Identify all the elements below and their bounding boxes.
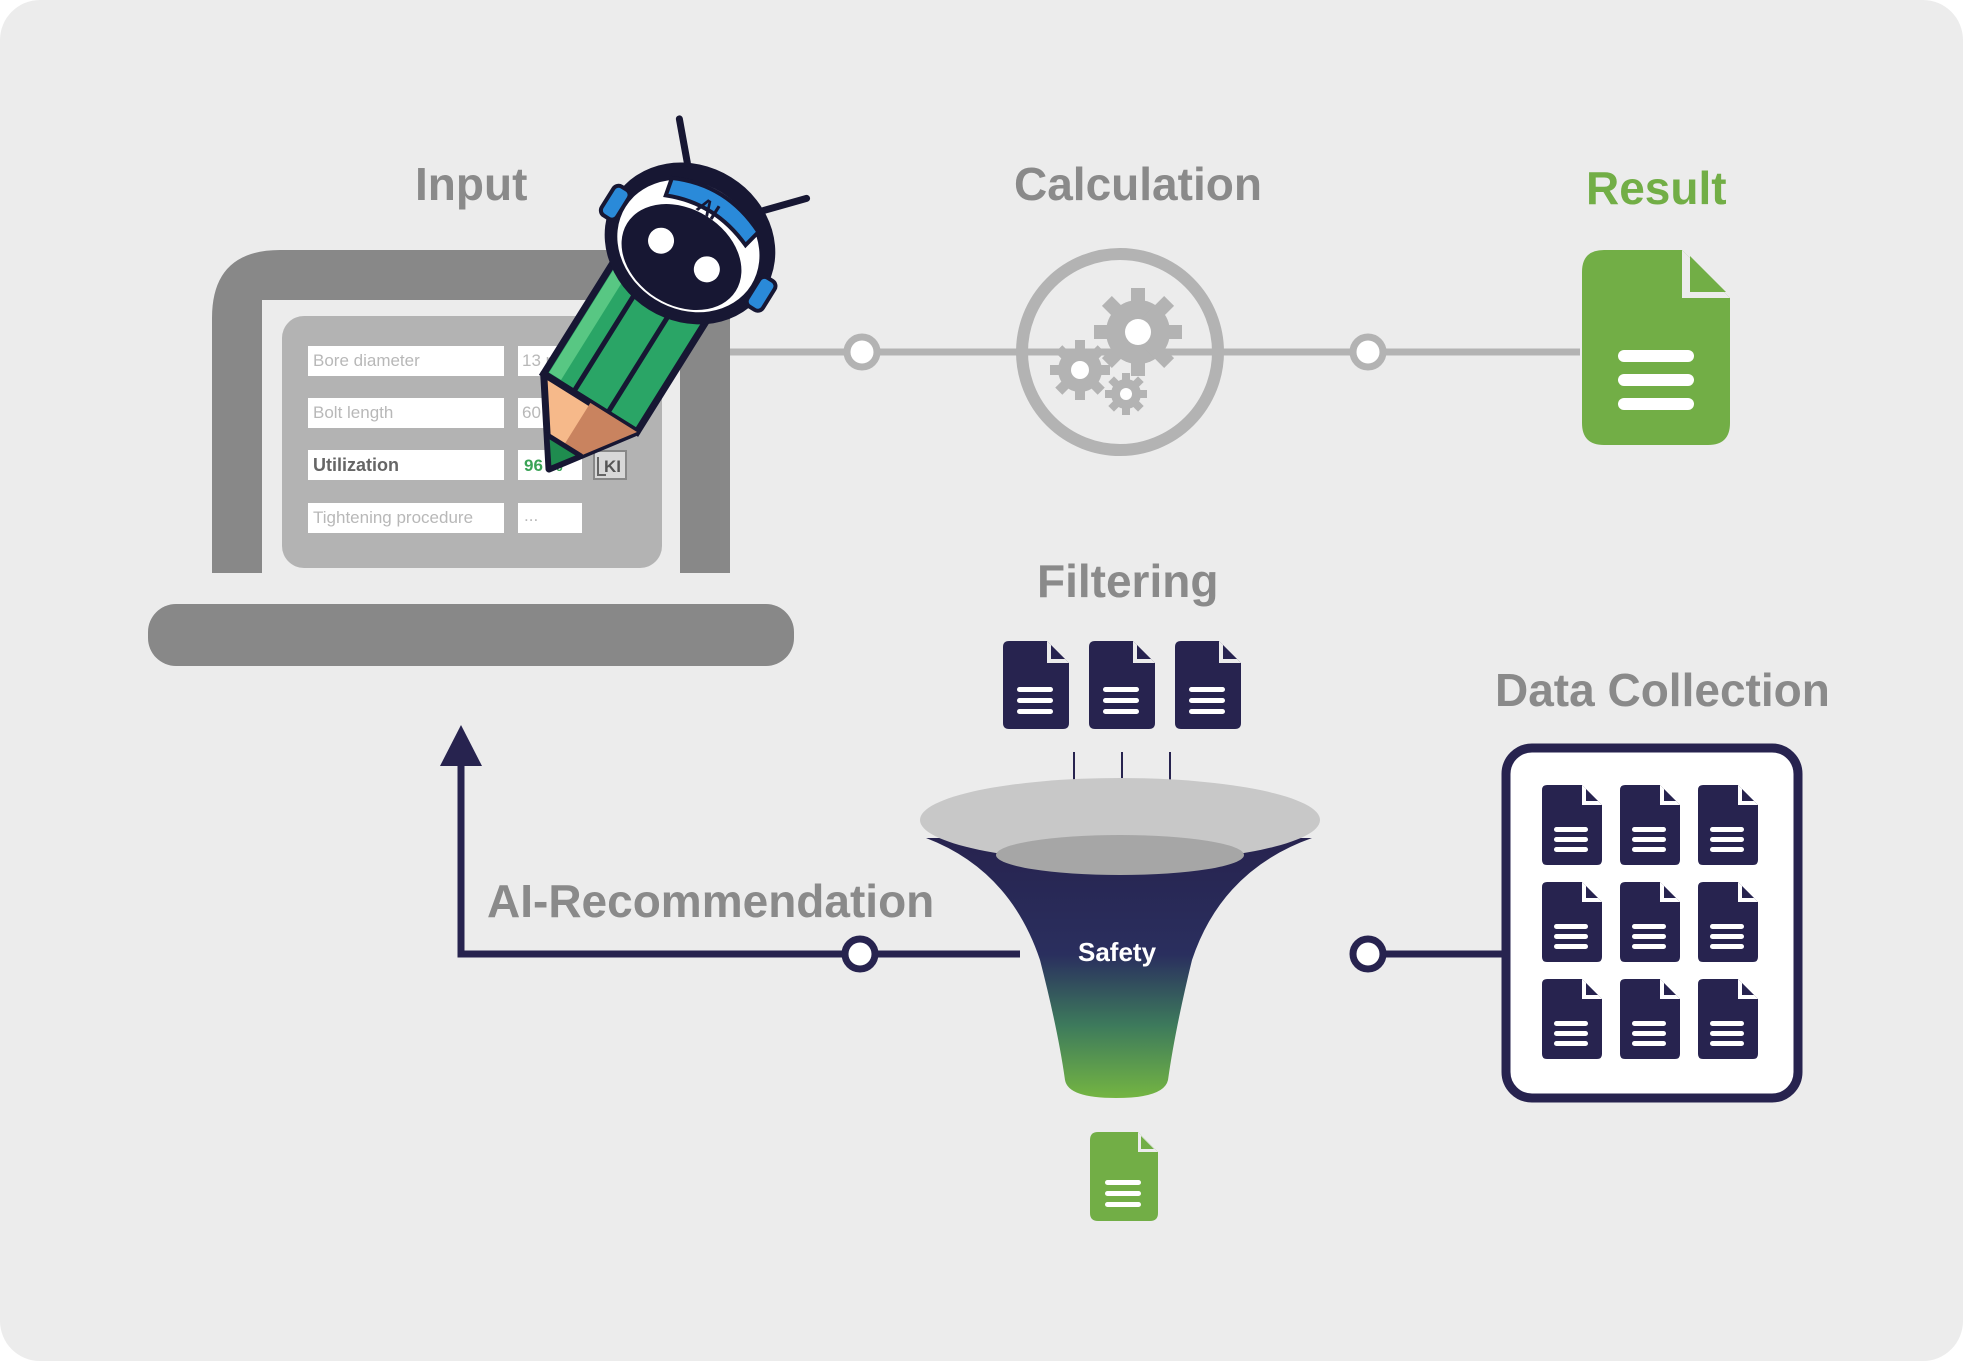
ai-suggest-button[interactable]: KI: [593, 450, 627, 480]
form-label: Utilization: [313, 455, 399, 475]
form-value: ...: [524, 506, 538, 525]
stage-title-filtering: Filtering: [1037, 555, 1218, 607]
document-icon: [1620, 882, 1680, 962]
form-icon: [597, 457, 606, 476]
filtered-document-icon: [1090, 1132, 1158, 1221]
funnel-label: Safety: [1078, 937, 1157, 967]
document-icon: [1003, 641, 1069, 729]
document-icon: [1620, 785, 1680, 865]
document-icon: [1698, 979, 1758, 1059]
result-document-icon: [1582, 250, 1730, 445]
stage-title-ai-recommendation: AI-Recommendation: [487, 875, 934, 927]
data-collection-icon: [1501, 743, 1803, 1103]
form-field-label-box: [308, 503, 504, 533]
ai-suggest-label: KI: [604, 457, 621, 476]
gears-icon: [1016, 248, 1224, 456]
arrow-up-icon: [440, 725, 482, 766]
gear-small: [1105, 373, 1147, 415]
stage-title-input: Input: [415, 158, 527, 210]
form-row-bore-diameter: Bore diameter 13 mm: [308, 346, 582, 376]
form-label: Bore diameter: [313, 351, 420, 370]
form-value-field[interactable]: [518, 503, 582, 533]
gear-large: [1094, 288, 1182, 376]
document-icon: [1542, 979, 1602, 1059]
document-icon: [1175, 641, 1241, 729]
form-row-utilization: Utilization 96 % KI: [308, 450, 627, 480]
form-field-label-box: [308, 398, 504, 428]
document-icon: [1542, 882, 1602, 962]
form-field-label-box: [308, 346, 504, 376]
document-icon: [1698, 785, 1758, 865]
document-icon: [1620, 979, 1680, 1059]
document-icon: [1089, 641, 1155, 729]
form-label: Bolt length: [313, 403, 393, 422]
form-field-label-box: [308, 450, 504, 480]
bottom-connector: [457, 760, 1505, 973]
robot-pencil-icon: AI: [538, 115, 811, 473]
stage-title-calculation: Calculation: [1014, 158, 1262, 210]
form-row-bolt-length: Bolt length 60 mm: [308, 398, 582, 428]
stage-title-result: Result: [1586, 162, 1727, 214]
gear-medium: [1050, 340, 1110, 400]
form-row-tightening-procedure: Tightening procedure ...: [308, 503, 582, 533]
document-icon: [1542, 785, 1602, 865]
stage-title-data-collection: Data Collection: [1495, 664, 1830, 716]
form-label: Tightening procedure: [313, 508, 473, 527]
funnel-icon: Safety: [920, 778, 1320, 1098]
document-icon: [1698, 882, 1758, 962]
